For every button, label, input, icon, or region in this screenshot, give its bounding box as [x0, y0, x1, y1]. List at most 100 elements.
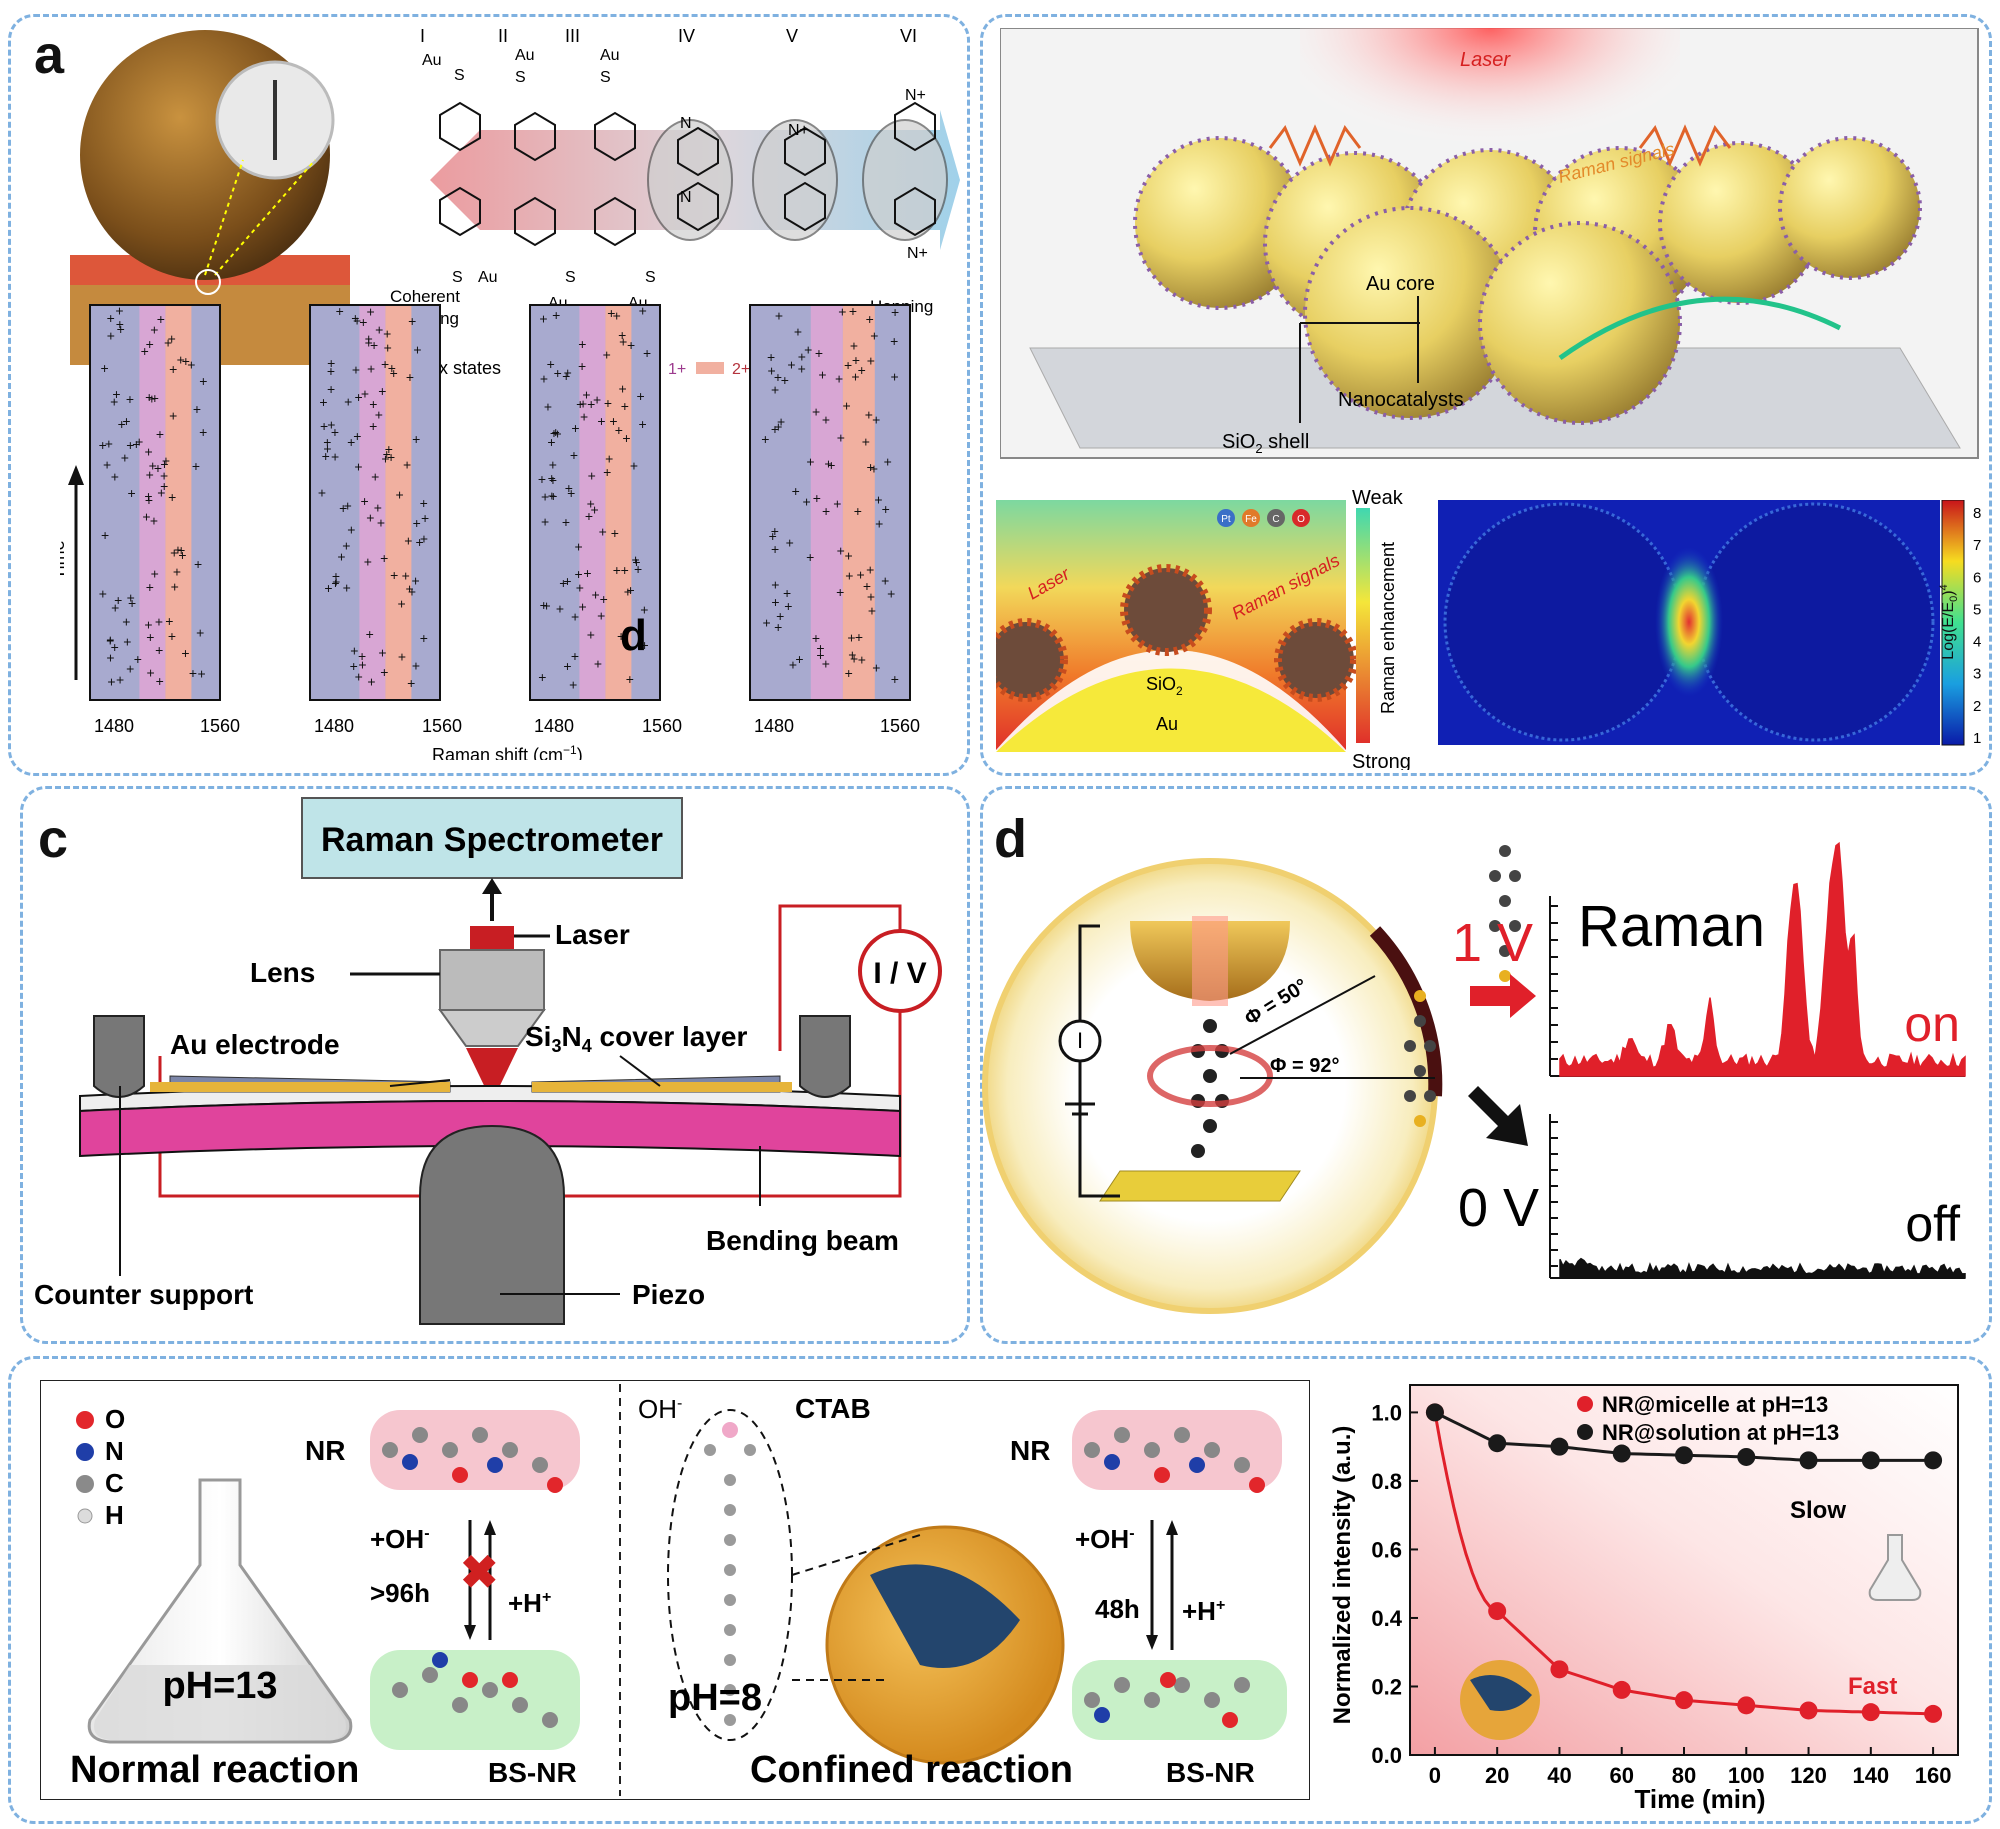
- svg-text:+: +: [845, 548, 853, 564]
- svg-text:+: +: [556, 600, 564, 616]
- svg-text:+: +: [157, 311, 165, 327]
- svg-text:+: +: [383, 326, 391, 342]
- svg-text:+: +: [197, 666, 205, 682]
- svg-text:+: +: [867, 588, 875, 604]
- svg-text:+: +: [862, 434, 870, 450]
- svg-text:+: +: [380, 664, 388, 680]
- svg-text:+: +: [882, 501, 890, 517]
- svg-text:+: +: [852, 352, 860, 368]
- svg-text:+: +: [99, 586, 107, 602]
- svg-text:+: +: [786, 535, 794, 551]
- svg-text:+: +: [890, 369, 898, 385]
- svg-text:+: +: [582, 386, 590, 402]
- colorbar-tick-7: 7: [1973, 537, 1981, 554]
- colorbar-tick-1: 1: [1973, 730, 1981, 747]
- svg-text:+: +: [784, 598, 792, 614]
- svg-text:+: +: [110, 393, 118, 409]
- svg-text:+: +: [618, 327, 626, 343]
- svg-text:+: +: [323, 434, 331, 450]
- svg-text:+: +: [320, 418, 328, 434]
- element-fe: Fe: [1245, 514, 1257, 525]
- svg-text:+: +: [848, 647, 856, 663]
- svg-text:+: +: [413, 515, 421, 531]
- svg-text:+: +: [126, 661, 134, 677]
- svg-text:+: +: [835, 371, 843, 387]
- svg-text:+: +: [402, 567, 410, 583]
- svg-text:+: +: [587, 396, 595, 412]
- svg-text:+: +: [358, 648, 366, 664]
- svg-text:+: +: [891, 304, 899, 320]
- y-tick-label: 1.0: [1371, 1400, 1402, 1425]
- svg-text:+: +: [822, 503, 830, 519]
- svg-text:+: +: [160, 478, 168, 494]
- panel-e-reactions: O N C H pH=13 Normal reaction NR +OH- >9…: [40, 1380, 1310, 1800]
- svg-text:+: +: [381, 450, 389, 466]
- svg-text:+: +: [194, 556, 202, 572]
- legend-label-1: 1+: [668, 361, 686, 378]
- svg-text:+: +: [567, 485, 575, 501]
- svg-text:+: +: [390, 567, 398, 583]
- svg-text:+: +: [146, 629, 154, 645]
- svg-text:+: +: [637, 388, 645, 404]
- svg-text:+: +: [762, 614, 770, 630]
- svg-text:+: +: [101, 527, 109, 543]
- svg-text:+: +: [583, 565, 591, 581]
- legend-h: H: [105, 1500, 124, 1530]
- numeral-I: I: [420, 26, 425, 46]
- svg-text:+: +: [367, 303, 375, 319]
- chart-series: [1425, 1403, 1943, 1723]
- svg-text:+: +: [171, 578, 179, 594]
- svg-text:+: +: [578, 336, 586, 352]
- svg-text:+: +: [155, 614, 163, 630]
- svg-text:+: +: [781, 372, 789, 388]
- svg-text:+: +: [564, 364, 572, 380]
- svg-text:+: +: [117, 321, 125, 337]
- svg-text:+: +: [156, 426, 164, 442]
- svg-text:+: +: [579, 599, 587, 615]
- svg-text:+: +: [164, 334, 172, 350]
- cover-layer-label: Si3N4 cover layer: [525, 1021, 748, 1056]
- svg-text:+: +: [771, 523, 779, 539]
- svg-text:+: +: [552, 424, 560, 440]
- svg-text:+: +: [107, 673, 115, 689]
- svg-text:+: +: [149, 457, 157, 473]
- svg-text:+: +: [863, 578, 871, 594]
- svg-text:+: +: [771, 576, 779, 592]
- svg-text:+: +: [111, 599, 119, 615]
- svg-text:+: +: [816, 647, 824, 663]
- svg-text:+: +: [855, 629, 863, 645]
- svg-text:+: +: [552, 307, 560, 323]
- raman-trace-1: ++++++++++++++++++++++++++++++++++++++++…: [89, 302, 221, 701]
- svg-text:+: +: [771, 421, 779, 437]
- svg-text:+: +: [540, 371, 548, 387]
- data-point: [1799, 1701, 1818, 1720]
- svg-text:+: +: [872, 660, 880, 676]
- svg-text:+: +: [771, 541, 779, 557]
- svg-text:+: +: [369, 396, 377, 412]
- svg-text:+: +: [156, 673, 164, 689]
- raman-title: Raman: [1578, 894, 1765, 959]
- svg-text:+: +: [331, 448, 339, 464]
- panel-d-illustration: Φ = 50° Φ = 92° I 1 V 0 V Raman on off: [982, 841, 1966, 1314]
- voltage-1v-label: 1 V: [1452, 913, 1533, 973]
- svg-text:+: +: [377, 515, 385, 531]
- bsnr-label-1: BS-NR: [488, 1757, 577, 1788]
- svg-text:+: +: [547, 434, 555, 450]
- y-tick-label: 0.8: [1371, 1469, 1402, 1494]
- svg-text:+: +: [145, 389, 153, 405]
- svg-text:+: +: [397, 595, 405, 611]
- time-96-label: >96h: [370, 1578, 430, 1608]
- svg-text:+: +: [787, 357, 795, 373]
- s-label-bot-1: S: [452, 269, 463, 286]
- svg-text:+: +: [351, 310, 359, 326]
- svg-text:+: +: [619, 333, 627, 349]
- svg-text:+: +: [111, 639, 119, 655]
- svg-text:+: +: [182, 353, 190, 369]
- colorbar-tick-4: 4: [1973, 634, 1981, 651]
- n-label-2: N: [680, 189, 692, 206]
- svg-text:+: +: [619, 380, 627, 396]
- svg-text:+: +: [541, 488, 549, 504]
- svg-text:+: +: [421, 510, 429, 526]
- svg-text:+: +: [849, 303, 857, 319]
- svg-text:+: +: [630, 457, 638, 473]
